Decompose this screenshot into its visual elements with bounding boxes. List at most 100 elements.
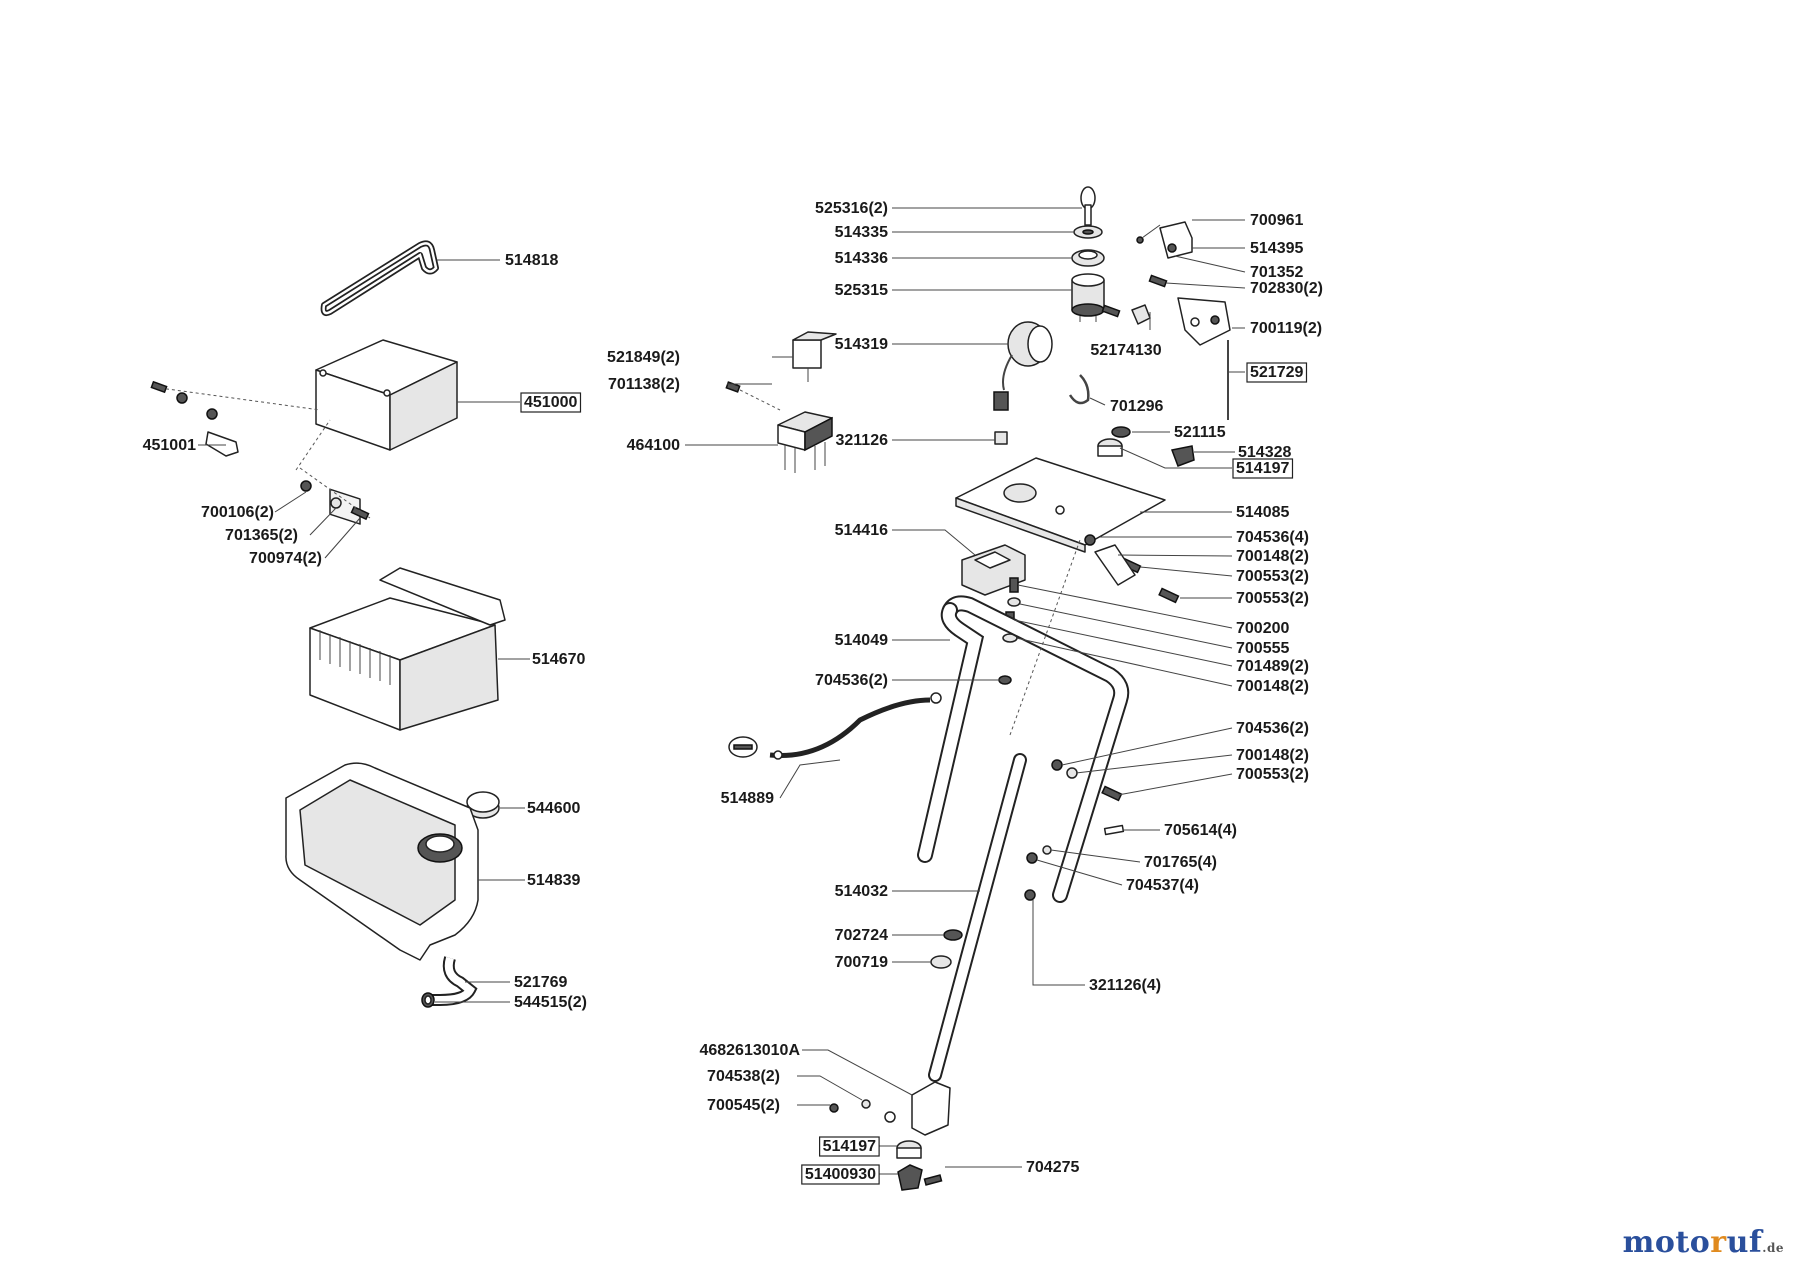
part-number-text: 701352 — [1250, 264, 1303, 281]
part-label-521769: 521769 — [514, 974, 567, 991]
fuse-block — [777, 411, 833, 473]
part-number-text: 514328 — [1238, 444, 1291, 461]
part-label-701352: 701352 — [1250, 264, 1303, 281]
part-number-box — [520, 392, 582, 413]
part-label-451001: 451001 — [143, 437, 196, 454]
part-number-text: 521115 — [1174, 424, 1226, 441]
part-number-box — [1232, 458, 1294, 479]
watermark-logo: motoruf.de — [1623, 1225, 1784, 1260]
part-number-text: 700148(2) — [1236, 678, 1309, 695]
part-number-text: 700148(2) — [1236, 747, 1309, 764]
part-label-704536b: 704536(4) — [1236, 529, 1309, 546]
clip-701296 — [1068, 374, 1090, 405]
part-labels: 514818 451000 451001 700106(2) 701365(2) 7009… — [143, 200, 1323, 1185]
part-label-704536c: 704536(2) — [1236, 720, 1309, 737]
part-number-text: 704536(2) — [815, 672, 888, 689]
part-label-704536a: 704536(2) — [815, 672, 888, 689]
part-label-700961: 700961 — [1250, 212, 1303, 229]
part-label-525315: 525315 — [835, 282, 888, 299]
part-label-521115: 521115 — [1174, 424, 1226, 441]
part-label-464100: 464100 — [627, 437, 680, 454]
part-label-700553a: 700553(2) — [1236, 568, 1309, 585]
part-number-text: 701489(2) — [1236, 658, 1309, 675]
part-label-514319: 514319 — [835, 336, 888, 353]
part-label-704275: 704275 — [1026, 1159, 1079, 1176]
part-number-text: 321126(4) — [1089, 977, 1161, 994]
ground-cable — [728, 692, 942, 760]
battery-bolts-lower — [295, 419, 371, 521]
part-label-544515: 544515(2) — [514, 994, 587, 1011]
part-number-text: 514085 — [1236, 504, 1289, 521]
bracket-52174130 — [1101, 304, 1151, 325]
part-number-text: 702830(2) — [1250, 280, 1323, 297]
part-number-text: 451000 — [524, 394, 577, 411]
switch-514328 — [1170, 445, 1195, 467]
screw-701138 — [725, 381, 781, 411]
part-number-text: 514197 — [1236, 460, 1289, 477]
watermark-part1: moto — [1622, 1225, 1711, 1260]
part-number-text: 51400930 — [805, 1166, 876, 1183]
part-number-text: 464100 — [627, 437, 680, 454]
bushing-521115 — [1111, 426, 1131, 438]
part-label-514085: 514085 — [1236, 504, 1289, 521]
part-label-700200: 700200 — [1236, 620, 1289, 637]
part-label-4682613010A: 4682613010A — [699, 1042, 800, 1059]
part-label-700148b: 700148(2) — [1236, 678, 1309, 695]
part-label-514889: 514889 — [721, 790, 774, 807]
part-number-text: 700974(2) — [249, 550, 322, 567]
watermark-part2: r — [1710, 1225, 1727, 1260]
ignition-key — [1080, 186, 1096, 226]
leader-lines — [198, 207, 1246, 1175]
part-number-text: 701296 — [1110, 398, 1163, 415]
part-number-text: 525316(2) — [815, 200, 888, 217]
part-label-704538: 704538(2) — [707, 1068, 780, 1085]
part-label-700553c: 700553(2) — [1236, 766, 1309, 783]
part-label-700974: 700974(2) — [249, 550, 322, 567]
control-plate — [955, 457, 1166, 553]
part-number-text: 514049 — [835, 632, 888, 649]
part-label-521729: 521729 — [1246, 362, 1308, 383]
plate-521729 — [1177, 297, 1231, 420]
battery-strap — [320, 240, 439, 317]
part-label-700106: 700106(2) — [201, 504, 274, 521]
part-number-text: 700553(2) — [1236, 590, 1309, 607]
part-label-514395: 514395 — [1250, 240, 1303, 257]
part-number-text: 700148(2) — [1236, 548, 1309, 565]
screw-702830 — [1148, 274, 1168, 288]
part-number-text: 514032 — [835, 883, 888, 900]
part-number-text: 700119(2) — [1250, 320, 1322, 337]
part-label-514032: 514032 — [835, 883, 888, 900]
part-number-text: 704537(4) — [1126, 877, 1199, 894]
part-number-text: 514416 — [835, 522, 888, 539]
bracket-514395 — [1136, 221, 1193, 259]
watermark-part3: uf — [1726, 1225, 1763, 1260]
part-label-701365: 701365(2) — [225, 527, 298, 544]
part-number-text: 701765(4) — [1144, 854, 1217, 871]
part-number-text: 514818 — [505, 252, 558, 269]
part-label-321126b: 321126(4) — [1089, 977, 1161, 994]
part-number-text: 52174130 — [1090, 342, 1161, 359]
part-number-text: 700553(2) — [1236, 568, 1309, 585]
part-label-704537: 704537(4) — [1126, 877, 1199, 894]
fuel-tank — [285, 762, 479, 961]
part-number-text: 701365(2) — [225, 527, 298, 544]
nut-321126 — [994, 431, 1008, 445]
part-label-701138: 701138(2) — [608, 376, 680, 393]
part-number-text: 514319 — [835, 336, 888, 353]
part-number-text: 700200 — [1236, 620, 1289, 637]
part-number-text: 700719 — [835, 954, 888, 971]
rod-joint — [829, 1081, 951, 1191]
part-label-514197b: 514197 — [819, 1136, 880, 1157]
ignition-switch — [1071, 273, 1105, 322]
part-label-700148a: 700148(2) — [1236, 548, 1309, 565]
part-number-text: 700106(2) — [201, 504, 274, 521]
part-label-514670: 514670 — [532, 651, 585, 668]
part-label-702724: 702724 — [835, 927, 888, 944]
part-label-702830: 702830(2) — [1250, 280, 1323, 297]
part-label-514839: 514839 — [527, 872, 580, 889]
chute-rod — [928, 539, 1081, 1082]
part-label-701765: 701765(4) — [1144, 854, 1217, 871]
part-number-text: 514197 — [823, 1138, 876, 1155]
part-label-521849: 521849(2) — [607, 349, 680, 366]
